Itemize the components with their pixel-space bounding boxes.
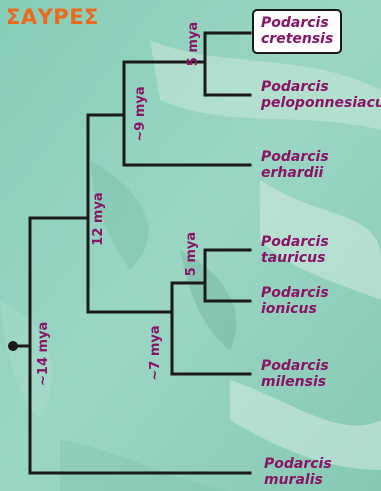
genus-label: Podarcis [261,79,329,95]
species-label: peloponnesiacus [261,95,381,111]
divergence-label-milensis: ~7 mya [148,325,163,381]
species-label: muralis [264,472,323,488]
taxon-milensis: Podarcis milensis [261,358,329,390]
species-label: cretensis [261,31,334,47]
species-label: tauricus [261,250,326,266]
taxon-peloponnesiacus: Podarcis peloponnesiacus [261,79,381,111]
clade-tauricus-ionicus [203,248,252,303]
species-label: erhardii [261,165,324,181]
species-label: milensis [261,374,327,390]
title-heading: ΣΑΥΡΕΣ [6,5,99,29]
clade-cretensis-peloponnesiacus [203,31,252,97]
taxon-ionicus: Podarcis ionicus [261,285,329,317]
genus-label: Podarcis [261,15,329,31]
genus-label: Podarcis [264,456,332,472]
clade-with-milensis [170,281,252,376]
divergence-label-12mya: 12 mya [91,192,106,246]
taxon-muralis: Podarcis muralis [264,456,332,488]
genus-label: Podarcis [261,234,329,250]
divergence-label-cretensis: 5 mya [186,21,201,67]
genus-label: Podarcis [261,149,329,165]
root-clade [28,216,252,475]
divergence-label-root: ~14 mya [36,321,51,386]
root-node-dot [8,341,18,351]
divergence-label-tauricus: 5 mya [184,231,199,277]
genus-label: Podarcis [261,285,329,301]
genus-label: Podarcis [261,358,329,374]
clade-12mya [86,113,174,314]
taxon-tauricus: Podarcis tauricus [261,234,329,266]
species-label: ionicus [261,301,317,317]
divergence-label-erhardii: ~9 mya [133,86,148,142]
taxon-cretensis: Podarcis cretensis [252,9,343,54]
taxon-erhardii: Podarcis erhardii [261,149,329,181]
